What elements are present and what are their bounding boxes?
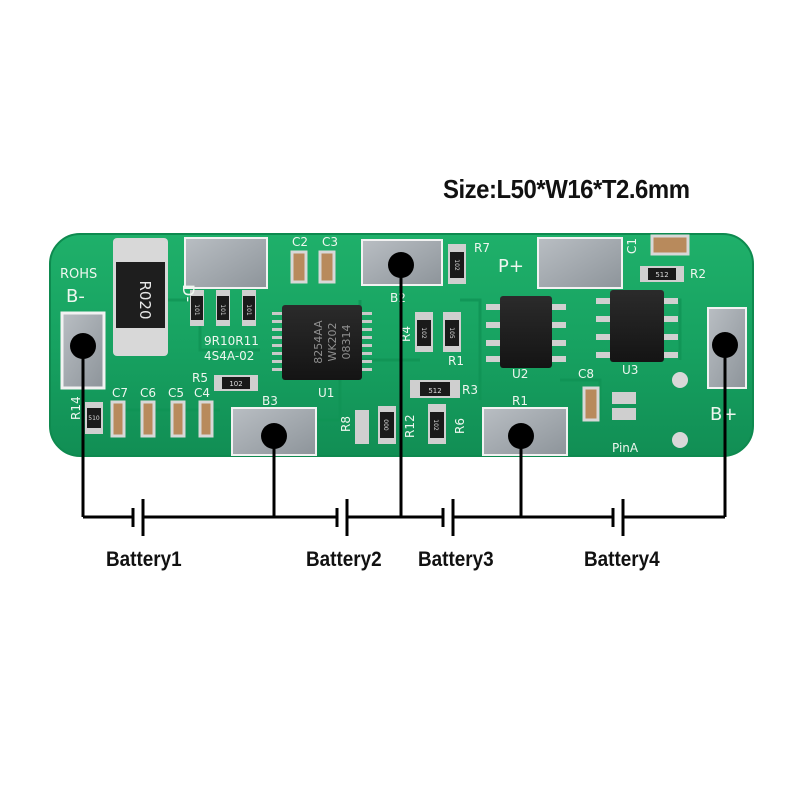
resistor-r5: 102 — [214, 375, 258, 391]
resistor-r6: 102 — [428, 404, 446, 444]
svg-text:B3: B3 — [262, 394, 278, 408]
svg-text:C8: C8 — [578, 367, 594, 381]
svg-text:101: 101 — [193, 304, 200, 316]
silk-pina: PinA — [612, 441, 639, 455]
svg-text:105: 105 — [448, 327, 455, 339]
silk-b-minus: B- — [66, 286, 85, 307]
dot-b2 — [388, 252, 414, 278]
battery3-label: Battery3 — [418, 548, 494, 571]
resistor-r1: 105 — [443, 312, 461, 352]
svg-text:102: 102 — [229, 380, 242, 388]
resistor-r2: 512 — [640, 266, 684, 282]
battery3-symbol — [441, 499, 455, 536]
battery2-symbol — [335, 499, 349, 536]
svg-text:512: 512 — [655, 271, 668, 279]
svg-text:102: 102 — [420, 327, 427, 339]
svg-text:102: 102 — [453, 259, 460, 271]
battery2-label: Battery2 — [306, 548, 382, 571]
svg-text:C7: C7 — [112, 386, 128, 400]
svg-text:R8: R8 — [339, 416, 353, 432]
svg-text:8254AA: 8254AA — [312, 320, 325, 364]
dot-b1 — [508, 423, 534, 449]
mosfet-u2 — [486, 296, 566, 368]
resistor-r14: 510 — [85, 402, 103, 434]
pin-header — [612, 372, 688, 448]
silk-p-plus: P+ — [498, 256, 524, 277]
svg-text:C6: C6 — [140, 386, 156, 400]
svg-text:U1: U1 — [318, 386, 334, 400]
size-title: Size:L50*W16*T2.6mm — [443, 174, 690, 204]
silk-d-minus: D- — [179, 284, 198, 302]
capacitor-c2 — [290, 250, 308, 284]
battery-symbols — [131, 499, 625, 536]
dot-b-plus — [712, 332, 738, 358]
svg-text:101: 101 — [245, 304, 252, 316]
battery4-symbol — [611, 499, 625, 536]
resistor-r8 — [355, 410, 369, 444]
svg-text:512: 512 — [428, 387, 441, 395]
pad-top-left — [184, 237, 268, 289]
svg-text:R7: R7 — [474, 241, 490, 255]
svg-text:WK202: WK202 — [326, 322, 339, 361]
svg-text:C1: C1 — [625, 238, 639, 254]
capacitor-c6 — [140, 400, 156, 438]
battery1-symbol — [131, 499, 145, 536]
svg-text:R3: R3 — [462, 383, 478, 397]
silk-rohs: ROHS — [60, 267, 97, 282]
resistor-r3: 512 — [410, 380, 460, 398]
svg-text:U2: U2 — [512, 367, 528, 381]
capacitor-c7 — [110, 400, 126, 438]
wiring — [81, 265, 727, 519]
resistor-r11: 101 — [242, 290, 256, 326]
pad-p-plus — [537, 237, 623, 289]
resistor-r4: 102 — [415, 312, 433, 352]
capacitor-c8 — [582, 386, 600, 422]
svg-text:R1: R1 — [448, 354, 464, 368]
resistor-r9: 101 — [190, 290, 204, 326]
svg-text:B2: B2 — [390, 291, 406, 305]
dot-b-minus — [70, 333, 96, 359]
smd-parts: 510 101 101 101 102 000 102 512 102 105 … — [85, 234, 690, 444]
svg-text:C3: C3 — [322, 235, 338, 249]
svg-text:510: 510 — [88, 415, 100, 422]
svg-text:R5: R5 — [192, 371, 208, 385]
battery1-label: Battery1 — [106, 548, 182, 571]
svg-text:101: 101 — [219, 304, 226, 316]
svg-text:R2: R2 — [690, 267, 706, 281]
battery4-label: Battery4 — [584, 548, 660, 571]
capacitor-c5 — [170, 400, 186, 438]
svg-text:U3: U3 — [622, 363, 638, 377]
capacitor-c3 — [318, 250, 336, 284]
svg-text:C2: C2 — [292, 235, 308, 249]
silk-r9r10r11: 9R10R11 — [204, 334, 259, 348]
resistor-r12: 000 — [378, 406, 396, 444]
shunt-resistor: R020 — [113, 238, 168, 356]
svg-text:R020: R020 — [136, 280, 154, 319]
svg-text:R1: R1 — [512, 394, 528, 408]
svg-text:R6: R6 — [453, 418, 467, 434]
connection-dots — [70, 252, 738, 449]
resistor-r10: 101 — [216, 290, 230, 326]
resistor-r7: 102 — [448, 244, 466, 284]
svg-text:08314: 08314 — [340, 325, 353, 360]
svg-text:R14: R14 — [69, 396, 83, 420]
dot-b3 — [261, 423, 287, 449]
silkscreen: ROHS B- D- P+ B+ 9R10R11 4S4A-02 PinA R1… — [60, 235, 737, 455]
silk-model: 4S4A-02 — [204, 349, 254, 363]
svg-text:000: 000 — [382, 419, 389, 431]
capacitor-c4 — [198, 400, 214, 438]
svg-text:C4: C4 — [194, 386, 210, 400]
svg-text:C5: C5 — [168, 386, 184, 400]
pads — [60, 237, 747, 456]
ic-u1: 8254AA WK202 08314 — [272, 305, 372, 380]
capacitor-c1 — [650, 234, 690, 256]
mosfet-u3 — [596, 290, 678, 362]
svg-text:102: 102 — [432, 419, 439, 431]
svg-text:R12: R12 — [403, 414, 417, 438]
